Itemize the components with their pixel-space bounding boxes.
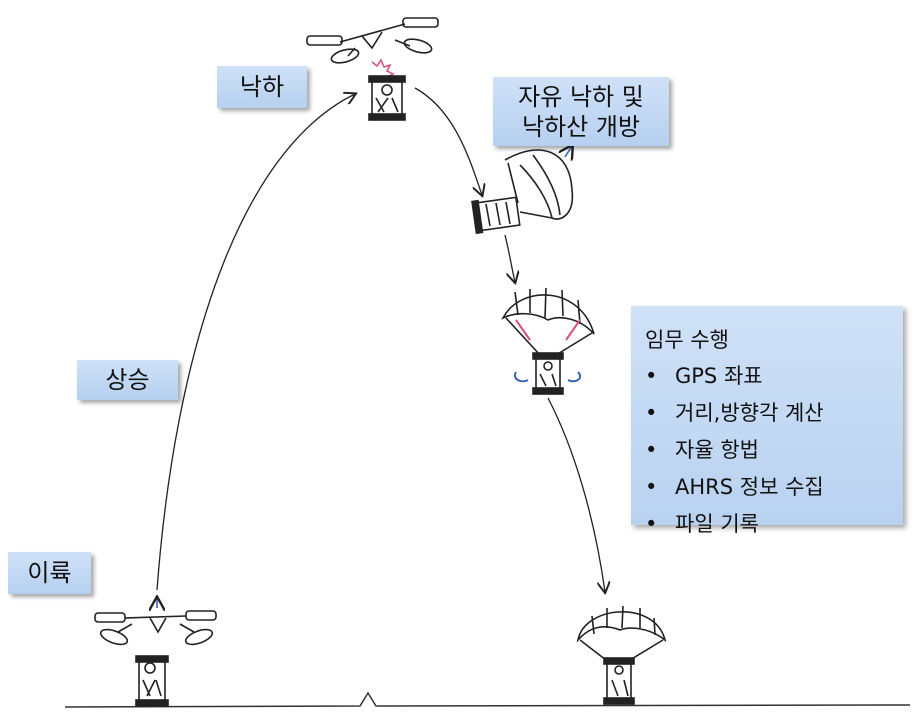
mission-list: •GPS 좌표 •거리,방향각 계산 •자율 항법 •AHRS 정보 수집 •파… — [645, 360, 903, 538]
mission-item-text: AHRS 정보 수집 — [675, 475, 824, 499]
opening-parachute-icon — [504, 146, 572, 220]
label-ascent: 상승 — [77, 360, 178, 400]
mission-box: 임무 수행 •GPS 좌표 •거리,방향각 계산 •자율 항법 •AHRS 정보… — [631, 306, 903, 536]
can-satellite-top-icon — [368, 75, 406, 121]
mission-item-text: 자율 항법 — [675, 438, 759, 462]
label-freefall-parachute: 자유 낙하 및 낙하산 개방 — [493, 77, 669, 146]
mission-item: •거리,방향각 계산 — [645, 401, 824, 425]
mission-item: •AHRS 정보 수집 — [645, 475, 824, 499]
drone-ground-icon — [94, 598, 217, 646]
label-freefall-line1: 자유 낙하 및 — [518, 82, 644, 111]
landed-parachute-icon — [576, 605, 667, 705]
mission-item: •자율 항법 — [645, 438, 759, 462]
parachute-descent-icon — [501, 287, 595, 395]
mission-item-text: 파일 기록 — [675, 512, 759, 536]
drone-top-icon — [306, 17, 439, 64]
mission-item-text: GPS 좌표 — [675, 364, 763, 388]
freefall-trajectory — [414, 87, 482, 195]
descent-trajectory — [547, 397, 605, 592]
parachute-drift-trajectory — [504, 234, 515, 282]
mission-item: •파일 기록 — [645, 512, 759, 536]
motion-arrows-icon — [514, 319, 582, 383]
can-satellite-ground-icon — [135, 655, 169, 707]
label-takeoff: 이륙 — [8, 552, 91, 594]
ground-line — [64, 691, 911, 708]
can-satellite-freefall-icon — [471, 196, 521, 235]
ascent-trajectory — [156, 94, 355, 591]
label-drop: 낙하 — [217, 66, 307, 108]
mission-title: 임무 수행 — [645, 328, 729, 352]
label-freefall-line2: 낙하산 개방 — [521, 112, 641, 141]
mission-item-text: 거리,방향각 계산 — [675, 401, 824, 425]
mission-item: •GPS 좌표 — [645, 364, 763, 388]
